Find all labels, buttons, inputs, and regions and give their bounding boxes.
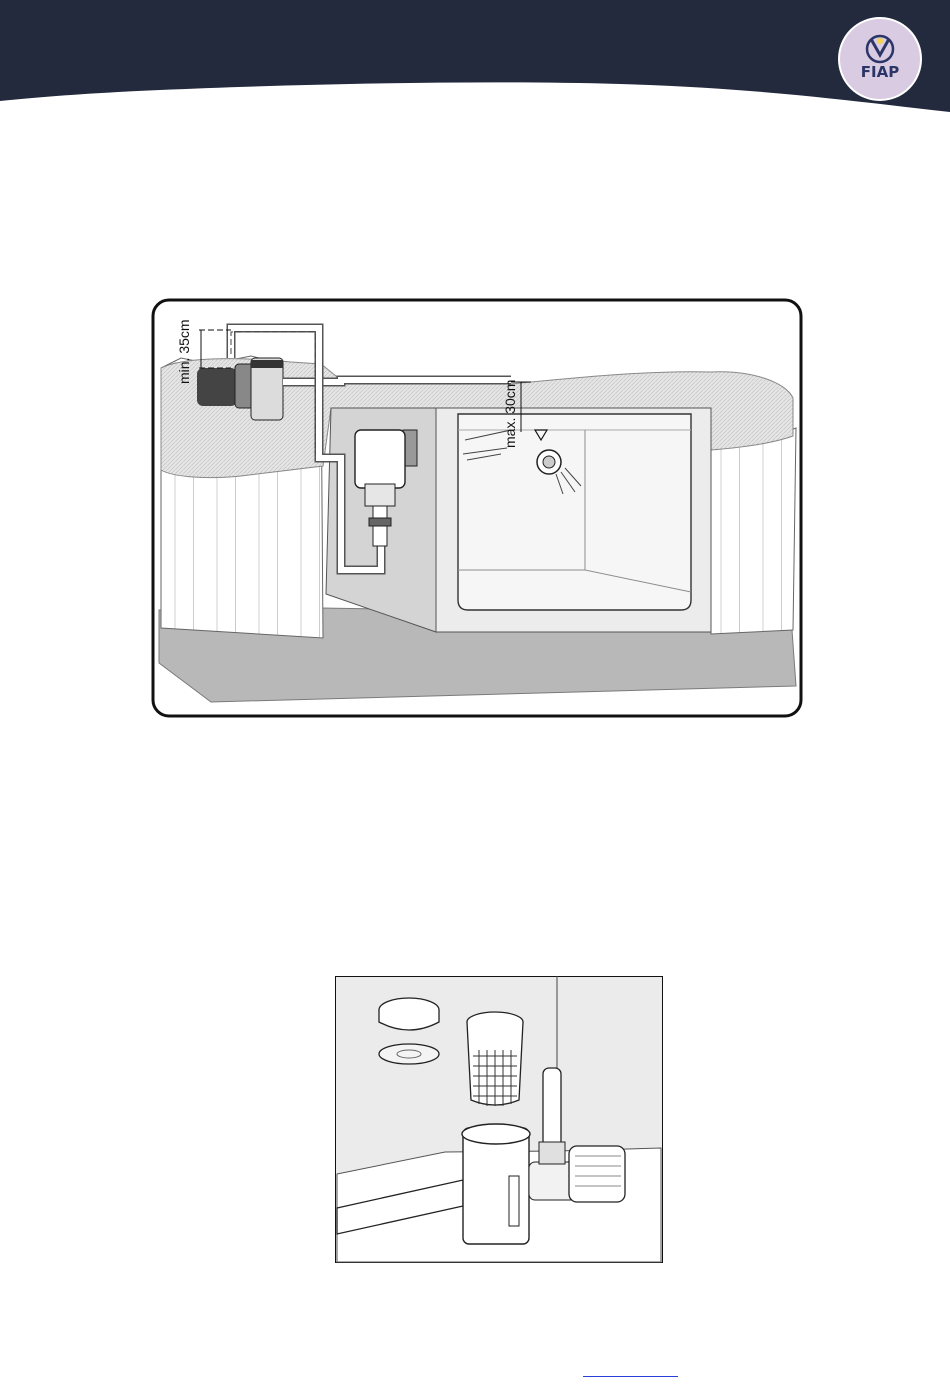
label-max-30cm: max. 30cm [502, 380, 518, 448]
logo-text: FIAP [861, 63, 899, 81]
header-band [0, 0, 950, 115]
header-background [0, 0, 950, 115]
strainer-basket-illustration [467, 1012, 523, 1106]
pump-strainer-figure [335, 976, 663, 1263]
fiap-logo: FIAP [838, 17, 922, 101]
pond-installation-figure: min. 35cm max. 30cm [151, 298, 803, 718]
footer-link-underline[interactable] [583, 1376, 678, 1377]
label-min-35cm: min. 35cm [176, 319, 192, 384]
